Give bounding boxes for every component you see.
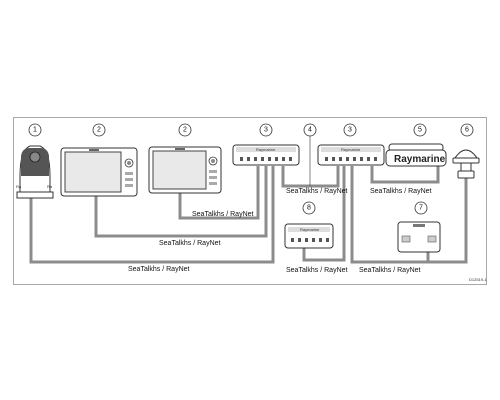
svg-text:Ra: Ra [47, 184, 53, 189]
svg-text:3: 3 [264, 127, 268, 134]
radar-radome: Raymarine [385, 143, 447, 167]
callout-3a: 3 [259, 123, 273, 137]
multifunction-display-2 [148, 146, 222, 194]
cable-switch-radome [370, 166, 440, 184]
interface-module [397, 221, 441, 253]
cable-label-display2: SeaTalkhs / RayNet [192, 211, 254, 218]
svg-text:2: 2 [97, 127, 101, 134]
cable-label-switch-link: SeaTalkhs / RayNet [286, 188, 348, 195]
thermal-camera: Ra Ra [16, 145, 54, 199]
svg-text:6: 6 [465, 127, 469, 134]
callouts: 1 2 2 3 4 3 5 6 [28, 123, 474, 215]
svg-text:2: 2 [183, 127, 187, 134]
cable-label-camera: SeaTalkhs / RayNet [128, 266, 190, 273]
svg-text:3: 3 [348, 127, 352, 134]
gps-antenna [452, 149, 480, 179]
cable-camera-switch [29, 166, 275, 264]
cable-labels: SeaTalkhs / RayNet SeaTalkhs / RayNet Se… [128, 188, 432, 274]
cable-label-gps-hub: SeaTalkhs / RayNet [359, 267, 421, 274]
svg-text:7: 7 [419, 205, 423, 212]
figure-ref: D12519-1 [469, 277, 487, 282]
cable-display1-switch [94, 166, 268, 238]
svg-text:Raymarine: Raymarine [394, 154, 446, 165]
cable-label-module: SeaTalkhs / RayNet [286, 267, 348, 274]
callout-5: 5 [413, 123, 427, 137]
multifunction-display-1 [60, 147, 138, 197]
svg-text:Raymarine: Raymarine [256, 147, 276, 152]
callout-3b: 3 [343, 123, 357, 137]
cable-switch-gps-hub [350, 166, 430, 264]
svg-text:Raymarine: Raymarine [300, 227, 320, 232]
svg-text:4: 4 [308, 127, 312, 134]
svg-text:Raymarine: Raymarine [341, 147, 361, 152]
callout-1: 1 [28, 123, 42, 137]
callout-2b: 2 [178, 123, 192, 137]
callout-2a: 2 [92, 123, 106, 137]
network-switch-3: Raymarine [284, 223, 334, 249]
cable-display2-switch [178, 166, 260, 220]
svg-text:1: 1 [33, 127, 37, 134]
cable-switch-switch [281, 166, 340, 188]
network-switch-2: Raymarine [317, 144, 385, 166]
cable-label-radome: SeaTalkhs / RayNet [370, 188, 432, 195]
svg-text:5: 5 [418, 127, 422, 134]
network-switch-1: Raymarine [232, 144, 300, 166]
callout-7: 7 [414, 201, 428, 215]
cables [29, 166, 468, 264]
callout-8: 8 [302, 201, 316, 215]
svg-text:Ra: Ra [16, 184, 22, 189]
svg-text:8: 8 [307, 205, 311, 212]
cable-switch-module [302, 166, 346, 262]
cable-gps-hub [428, 178, 468, 264]
callout-4: 4 [303, 123, 317, 186]
callout-6: 6 [460, 123, 474, 137]
cable-label-display1: SeaTalkhs / RayNet [159, 240, 221, 247]
